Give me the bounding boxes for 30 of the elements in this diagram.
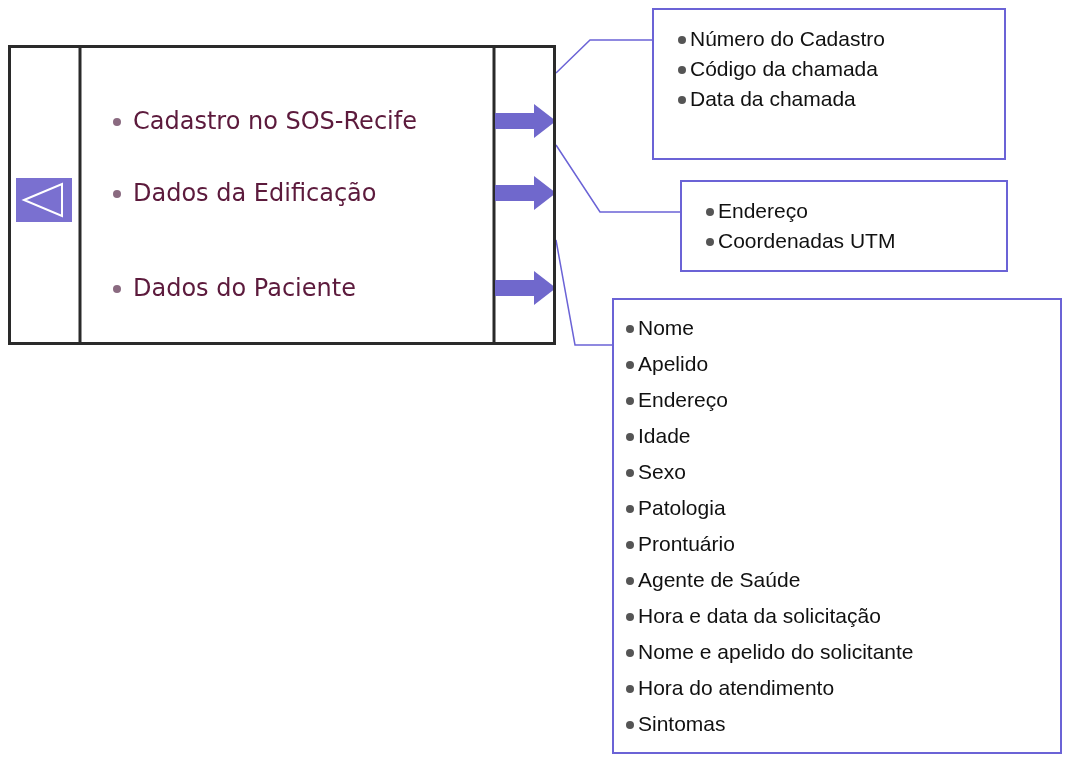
list-item: Nome [624,310,695,346]
list-item: Endereço [624,382,728,418]
leader-line [555,239,613,346]
callout-box [612,298,1062,754]
leader-line [555,39,653,74]
block-arrow [495,271,556,305]
menu-item: Dados do Paciente [111,271,495,305]
menu-item: Dados da Edificação [111,176,495,210]
list-item: Apelido [624,346,709,382]
screen-frame [8,45,556,345]
list-item: Nome e apelido do solicitante [624,634,914,670]
callout-box [680,180,1008,272]
list-item: Prontuário [624,526,735,562]
list-item: Coordenadas UTM [704,226,896,256]
list-item: Patologia [624,490,726,526]
block-arrow [495,104,556,138]
block-arrow [495,176,556,210]
leader-line [555,144,681,213]
list-item: Endereço [704,196,808,226]
list-item: Sintomas [624,706,726,742]
callout-box [652,8,1006,160]
list-item: Sexo [624,454,686,490]
list-item: Número do Cadastro [676,24,885,54]
list-item: Hora e data da solicitação [624,598,881,634]
list-item: Idade [624,418,691,454]
list-item: Código da chamada [676,54,878,84]
list-item: Hora do atendimento [624,670,835,706]
menu-item: Cadastro no SOS-Recife [111,104,495,138]
list-item: Data da chamada [676,84,856,114]
list-item: Agente de Saúde [624,562,801,598]
